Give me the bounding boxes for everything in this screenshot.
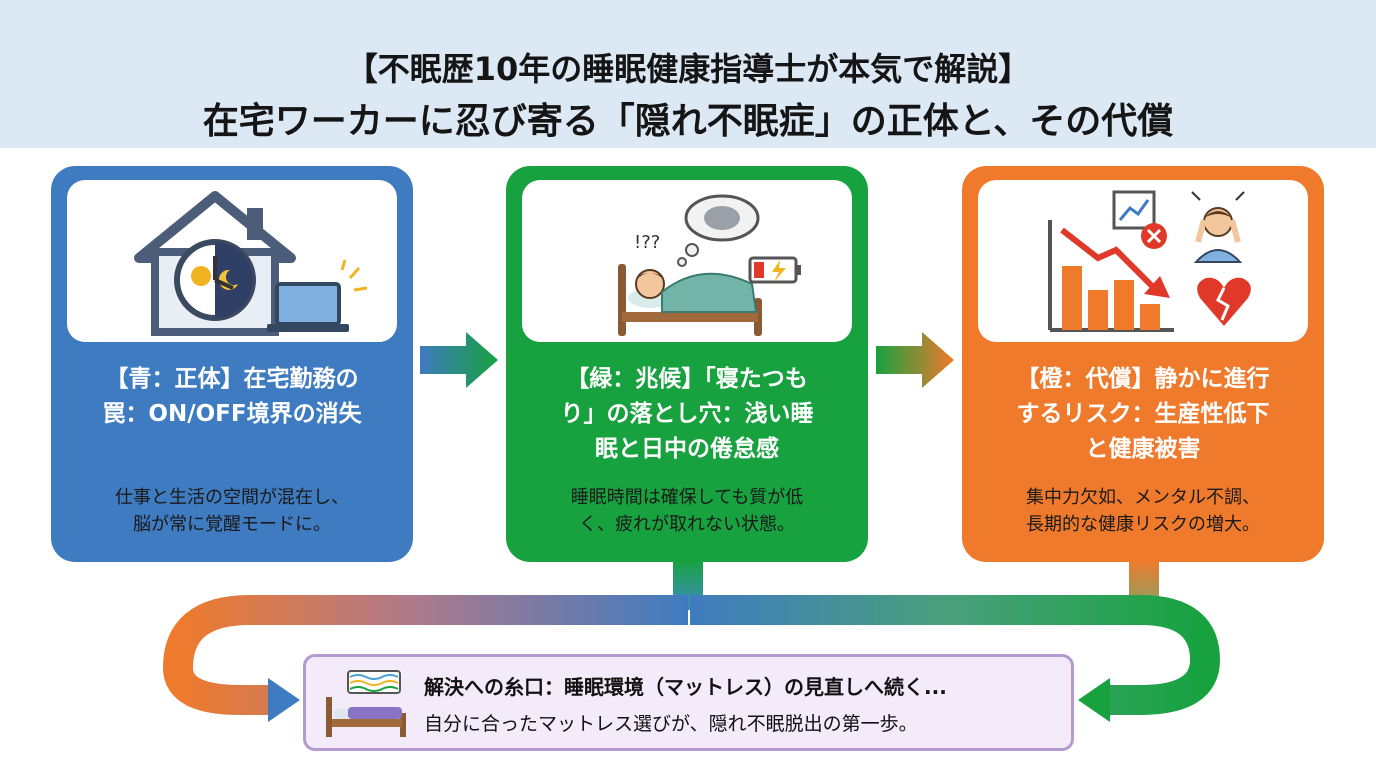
card-cause: 【青：正体】在宅勤務の 罠：ON/OFF境界の消失 仕事と生活の空間が混在し、 …: [51, 166, 413, 562]
card-title-line: 罠：ON/OFF境界の消失: [102, 401, 362, 427]
card-desc-line: 仕事と生活の空間が混在し、: [115, 487, 349, 508]
illustration-panel: !??: [522, 180, 852, 342]
card-desc-line: 長期的な健康リスクの増大。: [1026, 514, 1260, 535]
card-desc-line: 睡眠時間は確保しても質が低: [570, 487, 804, 508]
page-title-line2: 在宅ワーカーに忍び寄る「隠れ不眠症」の正体と、その代償: [202, 101, 1174, 142]
solution-subtitle: 自分に合ったマットレス選びが、隠れ不眠脱出の第一歩。: [424, 713, 918, 735]
declining-chart-icon: [1048, 190, 1251, 332]
house-clock-laptop-icon: [134, 191, 368, 336]
card-desc-line: く、疲れが取れない状態。: [579, 514, 795, 535]
card-title-line: と健康被害: [1085, 436, 1201, 462]
illustration-panel: [978, 180, 1308, 342]
header-banner: 【不眠歴10年の睡眠健康指導士が本気で解説】 在宅ワーカーに忍び寄る「隠れ不眠症…: [0, 0, 1376, 148]
card-title-line: 【青：正体】在宅勤務の: [105, 366, 359, 392]
solution-box: 解決への糸口：睡眠環境（マットレス）の見直しへ続く... 自分に合ったマットレス…: [303, 654, 1074, 751]
card-title-line: 【緑：兆候】「寝たつも: [566, 366, 808, 392]
sleepless-bed-icon: !??: [618, 194, 801, 336]
card-title-line: するリスク：生産性低下: [1016, 401, 1270, 427]
card-title: 【青：正体】在宅勤務の 罠：ON/OFF境界の消失: [67, 362, 397, 432]
card-title: 【橙：代償】静かに進行 するリスク：生産性低下 と健康被害: [978, 362, 1308, 467]
mattress-bed-icon: [326, 670, 406, 737]
illustration-panel: [67, 180, 397, 342]
solution-title: 解決への糸口：睡眠環境（マットレス）の見直しへ続く...: [424, 675, 947, 699]
card-description: 仕事と生活の空間が混在し、 脳が常に覚醒モードに。: [67, 484, 397, 538]
arrow-right-icon: [876, 332, 954, 388]
card-desc-line: 集中力欠如、メンタル不調、: [1026, 487, 1260, 508]
page-title-line1: 【不眠歴10年の睡眠健康指導士が本気で解説】: [345, 50, 1031, 88]
card-title: 【緑：兆候】「寝たつも り」の落とし穴：浅い睡 眠と日中の倦怠感: [522, 362, 852, 467]
svg-text:!??: !??: [634, 232, 660, 253]
card-desc-line: 脳が常に覚醒モードに。: [133, 514, 331, 535]
card-symptom: !?? 【緑：兆候】「寝たつも り」の落とし穴：浅い睡 眠と日中の倦怠感 睡眠時…: [506, 166, 868, 562]
card-title-line: り」の落とし穴：浅い睡: [560, 401, 814, 427]
card-title-line: 眠と日中の倦怠感: [595, 436, 779, 462]
card-title-line: 【橙：代償】静かに進行: [1016, 366, 1270, 392]
card-cost: 【橙：代償】静かに進行 するリスク：生産性低下 と健康被害 集中力欠如、メンタル…: [962, 166, 1324, 562]
card-description: 睡眠時間は確保しても質が低 く、疲れが取れない状態。: [522, 484, 852, 538]
arrow-right-icon: [420, 332, 498, 388]
card-description: 集中力欠如、メンタル不調、 長期的な健康リスクの増大。: [978, 484, 1308, 538]
